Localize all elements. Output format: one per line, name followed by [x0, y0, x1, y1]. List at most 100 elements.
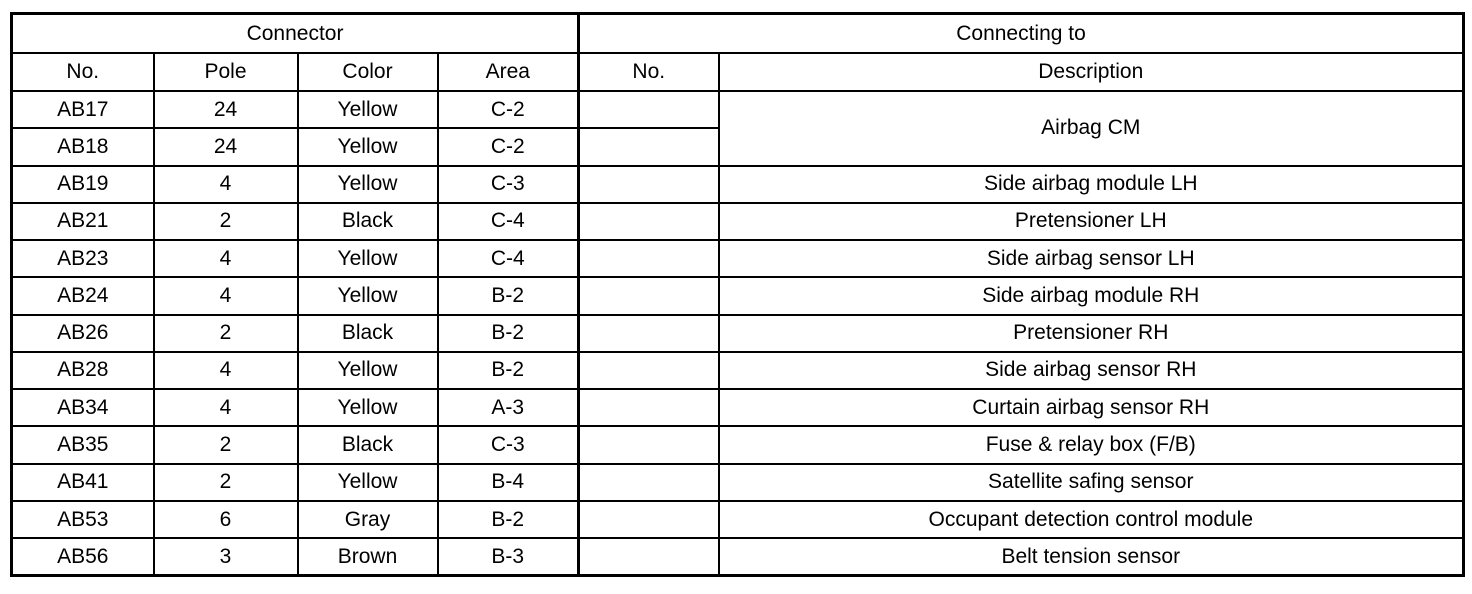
color-cell: Yellow — [296, 89, 439, 130]
area-cell: B-2 — [436, 313, 580, 353]
area-cell: C-3 — [436, 164, 580, 204]
area-cell: A-3 — [436, 388, 580, 428]
description-cell: Side airbag sensor LH — [717, 239, 1465, 279]
connector-section-header: Connector — [10, 12, 580, 54]
connector-no-cell: AB56 — [10, 537, 155, 577]
connector-table: Connector Connecting to No. Pole Color A… — [10, 12, 1466, 577]
color-cell: Gray — [296, 499, 439, 540]
pole-cell: 4 — [152, 164, 299, 204]
color-cell: Yellow — [296, 350, 439, 391]
connecting-no-cell — [577, 201, 720, 242]
table-row: AB53 6 Gray B-2 Occupant detection contr… — [10, 499, 1465, 540]
column-header-no: No. — [10, 52, 155, 92]
connector-no-cell: AB28 — [10, 350, 155, 391]
area-cell: C-2 — [436, 89, 580, 130]
table-row: AB21 2 Black C-4 Pretensioner LH — [10, 201, 1465, 242]
pole-cell: 3 — [152, 537, 299, 577]
table-row: AB17 24 Yellow C-2 Airbag CM — [10, 89, 1465, 167]
color-cell: Yellow — [296, 276, 439, 316]
connecting-no-cell — [577, 499, 720, 540]
description-cell: Belt tension sensor — [717, 537, 1465, 577]
table-row: AB34 4 Yellow A-3 Curtain airbag sensor … — [10, 388, 1465, 428]
color-cell: Black — [296, 425, 439, 465]
column-header-description: Description — [717, 52, 1465, 92]
pole-cell: 4 — [152, 350, 299, 391]
pole-cell: 24 — [152, 89, 299, 130]
table-row: AB19 4 Yellow C-3 Side airbag module LH — [10, 164, 1465, 204]
description-cell: Fuse & relay box (F/B) — [717, 425, 1465, 465]
connecting-no-cell — [577, 89, 720, 130]
pole-cell: 4 — [152, 388, 299, 428]
pole-cell: 4 — [152, 239, 299, 279]
area-cell: C-4 — [436, 239, 580, 279]
area-cell: B-3 — [436, 537, 580, 577]
table-row: AB41 2 Yellow B-4 Satellite safing senso… — [10, 462, 1465, 502]
table-row: AB24 4 Yellow B-2 Side airbag module RH — [10, 276, 1465, 316]
connector-no-cell: AB19 — [10, 164, 155, 204]
table-section-header-row: Connector Connecting to — [10, 12, 1465, 54]
pole-cell: 2 — [152, 425, 299, 465]
pole-cell: 24 — [152, 127, 299, 167]
color-cell: Brown — [296, 537, 439, 577]
connecting-no-cell — [577, 537, 720, 577]
color-cell: Black — [296, 313, 439, 353]
connector-no-cell: AB24 — [10, 276, 155, 316]
connector-no-cell: AB34 — [10, 388, 155, 428]
connecting-no-cell — [577, 164, 720, 204]
color-cell: Yellow — [296, 164, 439, 204]
description-cell: Side airbag module LH — [717, 164, 1465, 204]
connector-no-cell: AB41 — [10, 462, 155, 502]
connecting-no-cell — [577, 388, 720, 428]
column-header-area: Area — [436, 52, 580, 92]
table-column-header-row: No. Pole Color Area No. Description — [10, 52, 1465, 92]
connecting-no-cell — [577, 239, 720, 279]
table-row: AB35 2 Black C-3 Fuse & relay box (F/B) — [10, 425, 1465, 465]
table-row: AB56 3 Brown B-3 Belt tension sensor — [10, 537, 1465, 577]
color-cell: Black — [296, 201, 439, 242]
connecting-no-cell — [577, 425, 720, 465]
pole-cell: 6 — [152, 499, 299, 540]
pole-cell: 2 — [152, 201, 299, 242]
pole-cell: 2 — [152, 462, 299, 502]
area-cell: C-2 — [436, 127, 580, 167]
area-cell: C-3 — [436, 425, 580, 465]
connecting-to-section-header: Connecting to — [577, 12, 1465, 54]
table-row: AB26 2 Black B-2 Pretensioner RH — [10, 313, 1465, 353]
color-cell: Yellow — [296, 462, 439, 502]
color-cell: Yellow — [296, 127, 439, 167]
column-header-connecting-no: No. — [577, 52, 720, 92]
connecting-no-cell — [577, 276, 720, 316]
table-row: AB28 4 Yellow B-2 Side airbag sensor RH — [10, 350, 1465, 391]
connector-no-cell: AB23 — [10, 239, 155, 279]
pole-cell: 4 — [152, 276, 299, 316]
pole-cell: 2 — [152, 313, 299, 353]
description-cell: Side airbag sensor RH — [717, 350, 1465, 391]
connector-no-cell: AB53 — [10, 499, 155, 540]
connector-no-cell: AB17 — [10, 89, 155, 130]
connector-no-cell: AB26 — [10, 313, 155, 353]
table-row: AB23 4 Yellow C-4 Side airbag sensor LH — [10, 239, 1465, 279]
connecting-no-cell — [577, 127, 720, 167]
column-header-pole: Pole — [152, 52, 299, 92]
description-cell: Curtain airbag sensor RH — [717, 388, 1465, 428]
connecting-no-cell — [577, 313, 720, 353]
connector-no-cell: AB35 — [10, 425, 155, 465]
description-cell: Side airbag module RH — [717, 276, 1465, 316]
color-cell: Yellow — [296, 239, 439, 279]
column-header-color: Color — [296, 52, 439, 92]
area-cell: B-2 — [436, 499, 580, 540]
color-cell: Yellow — [296, 388, 439, 428]
description-cell: Pretensioner RH — [717, 313, 1465, 353]
description-cell: Pretensioner LH — [717, 201, 1465, 242]
connecting-no-cell — [577, 462, 720, 502]
area-cell: B-4 — [436, 462, 580, 502]
area-cell: C-4 — [436, 201, 580, 242]
area-cell: B-2 — [436, 276, 580, 316]
connector-no-cell: AB18 — [10, 127, 155, 167]
connecting-no-cell — [577, 350, 720, 391]
area-cell: B-2 — [436, 350, 580, 391]
table-row: AB18 24 Yellow C-2 — [10, 127, 1464, 167]
connector-no-cell: AB21 — [10, 201, 155, 242]
description-cell: Occupant detection control module — [717, 499, 1465, 540]
